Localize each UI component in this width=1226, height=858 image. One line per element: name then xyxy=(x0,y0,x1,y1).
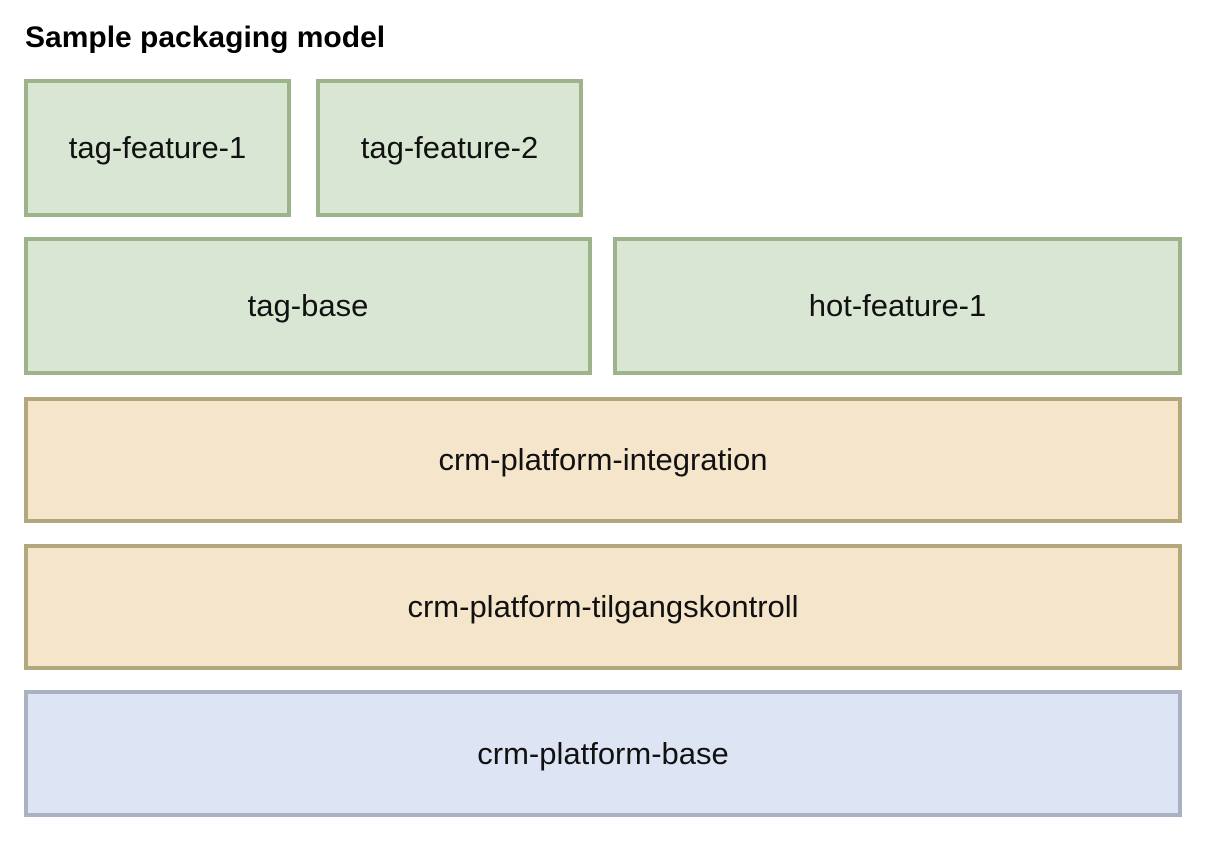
package-tag-feature-2: tag-feature-2 xyxy=(316,79,583,217)
package-label: tag-base xyxy=(247,288,369,323)
package-tag-feature-1: tag-feature-1 xyxy=(24,79,291,217)
package-label: hot-feature-1 xyxy=(808,288,987,323)
package-crm-platform-integration: crm-platform-integration xyxy=(24,397,1182,523)
package-label: crm-platform-tilgangskontroll xyxy=(407,589,799,624)
package-crm-platform-tilgangskontroll: crm-platform-tilgangskontroll xyxy=(24,544,1182,670)
package-label: tag-feature-1 xyxy=(68,130,247,165)
package-label: tag-feature-2 xyxy=(360,130,539,165)
diagram-title: Sample packaging model xyxy=(25,21,386,54)
package-hot-feature-1: hot-feature-1 xyxy=(613,237,1182,375)
package-crm-platform-base: crm-platform-base xyxy=(24,690,1182,817)
package-label: crm-platform-integration xyxy=(438,442,768,477)
package-tag-base: tag-base xyxy=(24,237,592,375)
package-label: crm-platform-base xyxy=(477,735,729,771)
